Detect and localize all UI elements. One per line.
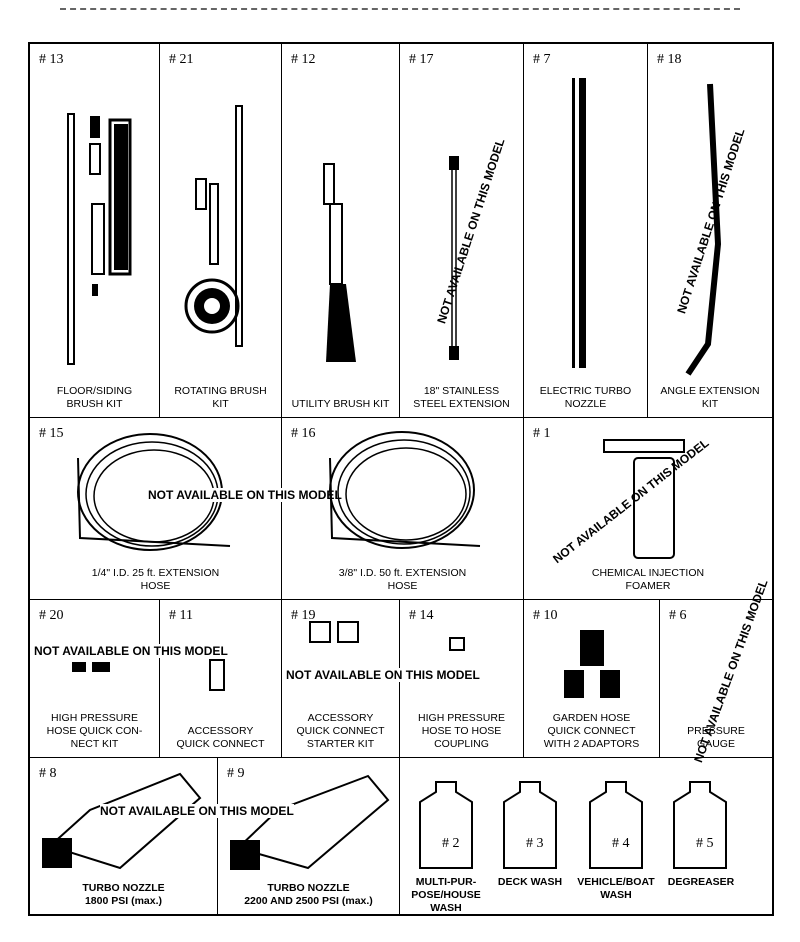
item-caption: CHEMICAL INJECTION FOAMER bbox=[591, 567, 705, 592]
not-available-label: NOT AVAILABLE ON THIS MODEL bbox=[100, 804, 294, 818]
item-caption: ANGLE EXTENSION KIT bbox=[660, 385, 760, 410]
rotating-brush-kit-illustration bbox=[184, 105, 243, 347]
angle-extension-kit-illustration bbox=[685, 83, 722, 376]
item-13-panel: # 13 FLOOR/SIDING BRUSH KIT bbox=[30, 44, 160, 418]
jug-caption: MULTI-PUR- POSE/HOUSE WASH bbox=[411, 876, 481, 914]
stainless-steel-extension-illustration bbox=[449, 156, 459, 360]
item-caption: 18" STAINLESS STEEL EXTENSION bbox=[413, 385, 510, 410]
item-caption: ROTATING BRUSH KIT bbox=[174, 385, 267, 410]
item-number: # 13 bbox=[39, 52, 64, 67]
extension-hose-50ft-illustration bbox=[329, 431, 481, 549]
item-number: # 14 bbox=[409, 608, 434, 623]
electric-turbo-nozzle-illustration bbox=[572, 78, 586, 368]
item-number: # 16 bbox=[291, 426, 316, 441]
not-available-label: NOT AVAILABLE ON THIS MODEL bbox=[148, 488, 342, 502]
item-caption: 1/4" I.D. 25 ft. EXTENSION HOSE bbox=[91, 567, 220, 592]
jug-number: # 5 bbox=[696, 836, 714, 851]
quick-connect-starter-kit-illustration bbox=[309, 621, 359, 643]
chemical-injection-foamer-illustration bbox=[603, 439, 685, 559]
item-number: # 18 bbox=[657, 52, 682, 67]
cleaning-solutions-panel: # 2 # 3 # 4 # 5 MULTI-PUR- POSE/HOUSE WA… bbox=[400, 758, 772, 914]
item-caption: FLOOR/SIDING BRUSH KIT bbox=[56, 385, 133, 410]
item-number: # 1 bbox=[533, 426, 551, 441]
item-1-panel: # 1 NOT AVAILABLE ON THIS MODEL CHEMICAL… bbox=[524, 418, 772, 600]
item-number: # 12 bbox=[291, 52, 316, 67]
item-6-panel: # 6 NOT AVAILABLE ON THIS MODEL PRESSURE… bbox=[660, 578, 772, 764]
not-available-label: NOT AVAILABLE ON THIS MODEL bbox=[34, 644, 228, 658]
item-number: # 9 bbox=[227, 766, 245, 781]
item-7-panel: # 7 ELECTRIC TURBO NOZZLE bbox=[524, 44, 648, 418]
item-11-panel: # 11 ACCESSORY QUICK CONNECT bbox=[160, 600, 282, 758]
floor-siding-brush-kit-illustration bbox=[67, 113, 132, 365]
item-number: # 8 bbox=[39, 766, 57, 781]
item-number: # 20 bbox=[39, 608, 64, 623]
item-caption: ACCESSORY QUICK CONNECT STARTER KIT bbox=[296, 712, 385, 750]
item-14-panel: # 14 HIGH PRESSURE HOSE TO HOSE COUPLING bbox=[400, 600, 524, 758]
item-caption: ACCESSORY QUICK CONNECT bbox=[176, 725, 265, 750]
item-8-panel: # 8 TURBO NOZZLE 1800 PSI (max.) bbox=[30, 758, 218, 914]
item-number: # 17 bbox=[409, 52, 434, 67]
high-pressure-hose-quick-connect-illustration bbox=[72, 662, 110, 672]
item-17-panel: # 17 NOT AVAILABLE ON THIS MODEL 18" STA… bbox=[400, 44, 524, 418]
item-caption: HIGH PRESSURE HOSE QUICK CON- NECT KIT bbox=[46, 712, 143, 750]
item-16-panel: # 16 3/8" I.D. 50 ft. EXTENSION HOSE bbox=[282, 418, 524, 600]
jug-number: # 4 bbox=[612, 836, 630, 851]
item-caption: TURBO NOZZLE 1800 PSI (max.) bbox=[82, 882, 165, 907]
item-number: # 6 bbox=[669, 608, 687, 623]
jug-caption: DEGREASER bbox=[667, 876, 735, 888]
not-available-label: NOT AVAILABLE ON THIS MODEL bbox=[286, 668, 480, 682]
item-caption: HIGH PRESSURE HOSE TO HOSE COUPLING bbox=[418, 712, 505, 750]
accessory-quick-connect-illustration bbox=[209, 659, 225, 691]
item-10-panel: # 10 GARDEN HOSE QUICK CONNECT WITH 2 AD… bbox=[524, 600, 660, 758]
hose-to-hose-coupling-illustration bbox=[449, 637, 465, 651]
item-caption: PRESSURE GAUGE bbox=[687, 725, 745, 750]
item-21-panel: # 21 ROTATING BRUSH KIT bbox=[160, 44, 282, 418]
item-12-panel: # 12 UTILITY BRUSH KIT bbox=[282, 44, 400, 418]
item-number: # 15 bbox=[39, 426, 64, 441]
turbo-nozzle-1800-illustration bbox=[42, 772, 202, 870]
item-18-panel: # 18 NOT AVAILABLE ON THIS MODEL ANGLE E… bbox=[648, 44, 772, 418]
item-caption: UTILITY BRUSH KIT bbox=[291, 398, 390, 410]
jug-caption: VEHICLE/BOAT WASH bbox=[577, 876, 655, 901]
item-caption: 3/8" I.D. 50 ft. EXTENSION HOSE bbox=[338, 567, 467, 592]
item-caption: ELECTRIC TURBO NOZZLE bbox=[539, 385, 632, 410]
accessory-chart: # 13 FLOOR/SIDING BRUSH KIT # 21 ROTATIN… bbox=[28, 42, 774, 916]
jug-caption: DECK WASH bbox=[497, 876, 563, 888]
item-15-panel: # 15 NOT AVAILABLE ON THIS MODEL 1/4" I.… bbox=[30, 418, 342, 600]
item-number: # 7 bbox=[533, 52, 551, 67]
detergent-jugs-illustration bbox=[419, 781, 727, 869]
item-20-panel: # 20 HIGH PRESSURE HOSE QUICK CON- NECT … bbox=[30, 600, 160, 758]
garden-hose-quick-connect-illustration bbox=[564, 630, 620, 698]
item-number: # 11 bbox=[169, 608, 193, 623]
item-caption: GARDEN HOSE QUICK CONNECT WITH 2 ADAPTOR… bbox=[543, 712, 640, 750]
jug-number: # 2 bbox=[442, 836, 460, 851]
cropped-header-text bbox=[60, 0, 740, 10]
item-number: # 19 bbox=[291, 608, 316, 623]
jug-number: # 3 bbox=[526, 836, 544, 851]
item-number: # 10 bbox=[533, 608, 558, 623]
turbo-nozzle-2200-2500-illustration bbox=[230, 774, 390, 870]
item-9-panel: # 9 TURBO NOZZLE 2200 AND 2500 PSI (max.… bbox=[218, 758, 400, 914]
item-caption: TURBO NOZZLE 2200 AND 2500 PSI (max.) bbox=[244, 882, 373, 907]
item-number: # 21 bbox=[169, 52, 194, 67]
utility-brush-kit-illustration bbox=[323, 163, 356, 362]
